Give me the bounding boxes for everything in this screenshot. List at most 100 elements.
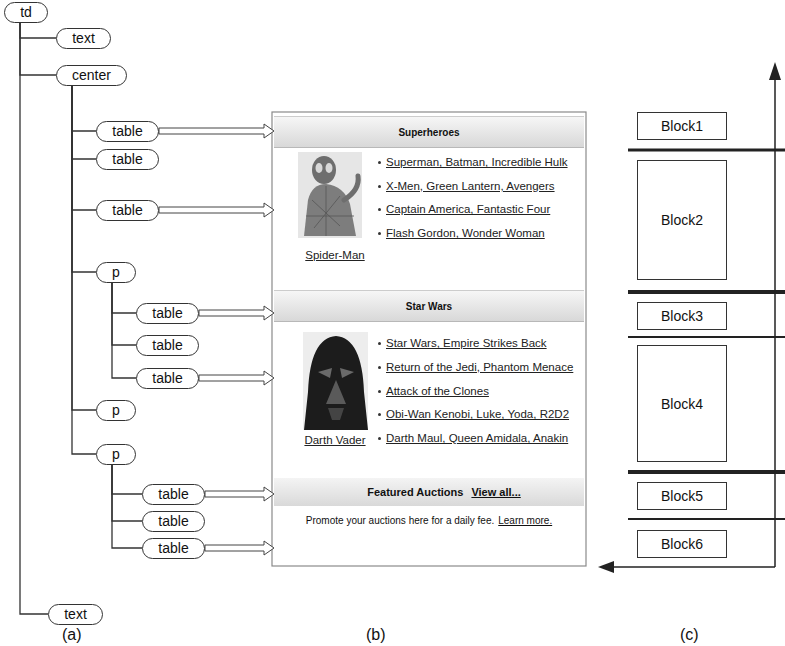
promo-text: Promote your auctions here for a daily f…: [306, 515, 494, 526]
axis-arrowhead: [769, 62, 781, 80]
figure-arm: [344, 176, 358, 200]
view-all-link: View all...: [471, 486, 520, 498]
featured-auctions-bar: Featured Auctions View all...: [274, 478, 584, 506]
block-box: Block3: [637, 302, 727, 330]
node-label: table: [158, 540, 188, 556]
tree-branch-line: [112, 283, 136, 346]
helmet-mask: [326, 380, 346, 404]
content-block: Star Wars, Empire Strikes BackReturn of …: [274, 322, 584, 460]
block-box: Block1: [637, 112, 727, 140]
node-label: center: [72, 67, 111, 83]
link-line: Return of the Jedi, Phantom Menace: [378, 359, 573, 375]
image-caption: Spider-Man: [290, 247, 380, 263]
dom-tree-node: table: [136, 335, 199, 356]
separator-line: [628, 290, 785, 294]
dom-tree-node: table: [142, 538, 205, 559]
link-line: X-Men, Green Lantern, Avengers: [378, 178, 555, 194]
link-line: Darth Maul, Queen Amidala, Anakin: [378, 430, 568, 446]
web-page-panel: [272, 112, 586, 566]
axis-arrows: [598, 62, 781, 573]
node-label: td: [20, 4, 32, 20]
block-box: Block6: [637, 530, 727, 558]
picture-ground: [298, 152, 362, 238]
panel-label: (a): [62, 626, 82, 644]
promo-line: Promote your auctions here for a daily f…: [274, 510, 584, 562]
node-label: Block2: [661, 212, 703, 228]
bar-title: Featured Auctions: [367, 486, 463, 498]
tree-branch-line: [20, 23, 56, 76]
link-line: Attack of the Clones: [378, 383, 489, 399]
node-label: Star Wars: [406, 301, 452, 312]
block-box: Block2: [637, 160, 727, 280]
dom-tree-node: table: [96, 121, 159, 142]
node-label: Block4: [661, 396, 703, 412]
helmet-grille: [328, 408, 344, 420]
horizontal-axis: [612, 566, 775, 568]
dom-tree-node: text: [56, 28, 111, 49]
tree-branch-line: [112, 465, 142, 522]
tree-branch-line: [72, 86, 96, 132]
learn-more-link: Learn more.: [498, 515, 552, 526]
dom-tree-node: td: [4, 2, 48, 23]
node-label: Block5: [661, 488, 703, 504]
link-line: Star Wars, Empire Strikes Back: [378, 335, 547, 351]
mapping-arrow: [205, 487, 274, 501]
node-label: table: [158, 486, 188, 502]
panel-label: (c): [680, 626, 699, 644]
node-label: text: [64, 606, 87, 622]
axis-arrowhead: [598, 561, 614, 573]
tree-branch-line: [72, 86, 96, 411]
tree-branch-line: [72, 86, 96, 160]
mapping-arrow: [205, 541, 274, 555]
helmet-eyes: [318, 368, 354, 378]
figure-body: [304, 184, 356, 236]
web-pattern: [306, 186, 354, 236]
dom-tree-node: text: [48, 604, 103, 625]
node-label: table: [158, 513, 188, 529]
dom-tree-node: table: [136, 303, 199, 324]
node-label: table: [152, 305, 182, 321]
figure-head: [312, 156, 336, 184]
link-line: Captain America, Fantastic Four: [378, 201, 550, 217]
mapping-arrow: [199, 306, 274, 320]
panel-label: (b): [366, 626, 386, 644]
node-label: Block6: [661, 536, 703, 552]
node-label: p: [112, 402, 120, 418]
mapping-arrow: [159, 203, 274, 217]
block-box: Block5: [637, 482, 727, 510]
link-line: Flash Gordon, Wonder Woman: [378, 225, 545, 241]
tree-branch-line: [112, 465, 142, 549]
node-label: Block1: [661, 118, 703, 134]
section-header-band: Star Wars: [274, 290, 584, 322]
node-label: Superheroes: [398, 127, 459, 138]
block-box: Block4: [637, 345, 727, 462]
figure-eye: [326, 163, 333, 173]
spider-man-picture: [298, 152, 362, 238]
tree-branch-line: [20, 23, 56, 39]
link-line: Obi-Wan Kenobi, Luke, Yoda, R2D2: [378, 406, 569, 422]
tree-branch-line: [72, 86, 96, 211]
dom-tree-node: table: [142, 511, 205, 532]
separator-line: [628, 470, 785, 474]
block-separators: [628, 150, 785, 519]
dom-tree-node: p: [96, 400, 136, 421]
picture-ground: [303, 332, 368, 430]
tree-branch-line: [72, 86, 96, 273]
vertical-axis: [774, 78, 776, 567]
node-label: table: [152, 370, 182, 386]
dom-tree-node: table: [136, 368, 199, 389]
dom-tree-node: p: [96, 262, 136, 283]
tree-branch-line: [112, 283, 136, 379]
separator-line: [628, 518, 785, 520]
tree-branch-line: [20, 23, 48, 615]
tree-branch-line: [72, 86, 96, 455]
helmet: [304, 336, 368, 430]
node-label: text: [72, 30, 95, 46]
node-label: table: [112, 202, 142, 218]
separator-line: [628, 336, 785, 338]
tree-branch-line: [112, 465, 142, 495]
separator-line: [628, 149, 785, 152]
image-caption: Darth Vader: [290, 432, 380, 448]
node-label: table: [112, 123, 142, 139]
dom-tree-node: table: [96, 149, 159, 170]
